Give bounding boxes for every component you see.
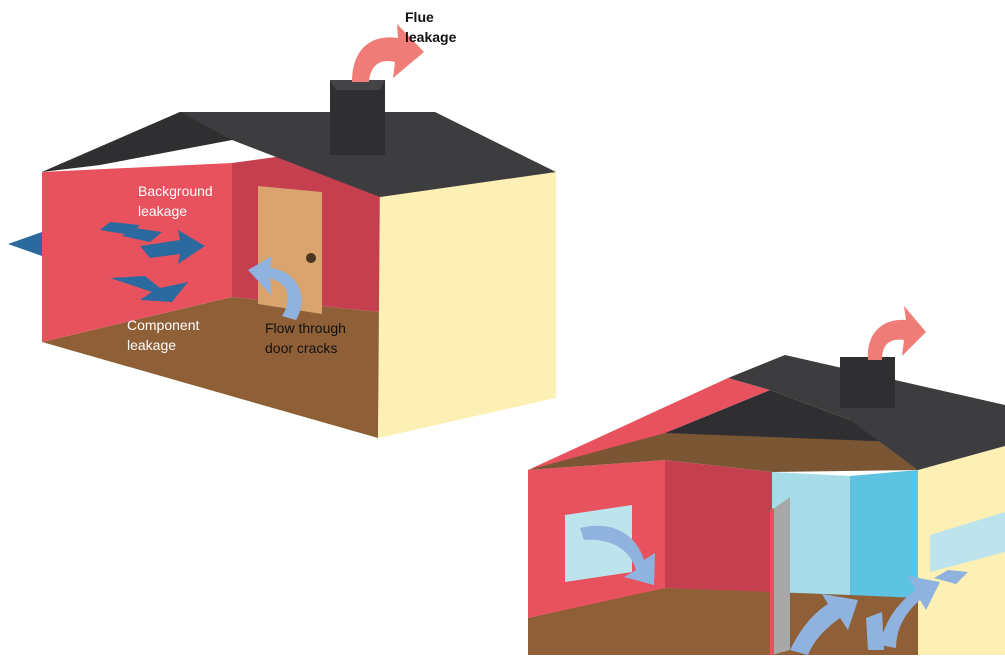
background-leakage-exit-arrow <box>8 232 42 256</box>
component-label-line2: leakage <box>127 337 176 353</box>
house-one-right-wall <box>378 170 556 438</box>
house-two-chimney <box>840 357 895 408</box>
house-two-room-wall-dark <box>850 470 918 598</box>
background-label-line1: Background <box>138 183 213 199</box>
house-two-back-wall <box>665 460 772 592</box>
door-label-line2: door cracks <box>265 340 337 356</box>
flue-label-line2: leakage <box>405 29 457 45</box>
house-one-chimney <box>330 80 385 155</box>
house-two <box>528 306 1005 655</box>
door-label-line1: Flow through <box>265 320 346 336</box>
house-two-flue-arrow <box>868 306 926 360</box>
house-one: Flue leakage Background leakage Componen… <box>8 9 556 438</box>
flue-label-line1: Flue <box>405 9 434 25</box>
component-label-line1: Component <box>127 317 199 333</box>
background-label-line2: leakage <box>138 203 187 219</box>
door-knob <box>306 253 316 263</box>
house-two-door <box>772 497 790 655</box>
house-two-door-edge <box>770 508 774 655</box>
house-two-floor-arrow-4 <box>866 612 884 650</box>
